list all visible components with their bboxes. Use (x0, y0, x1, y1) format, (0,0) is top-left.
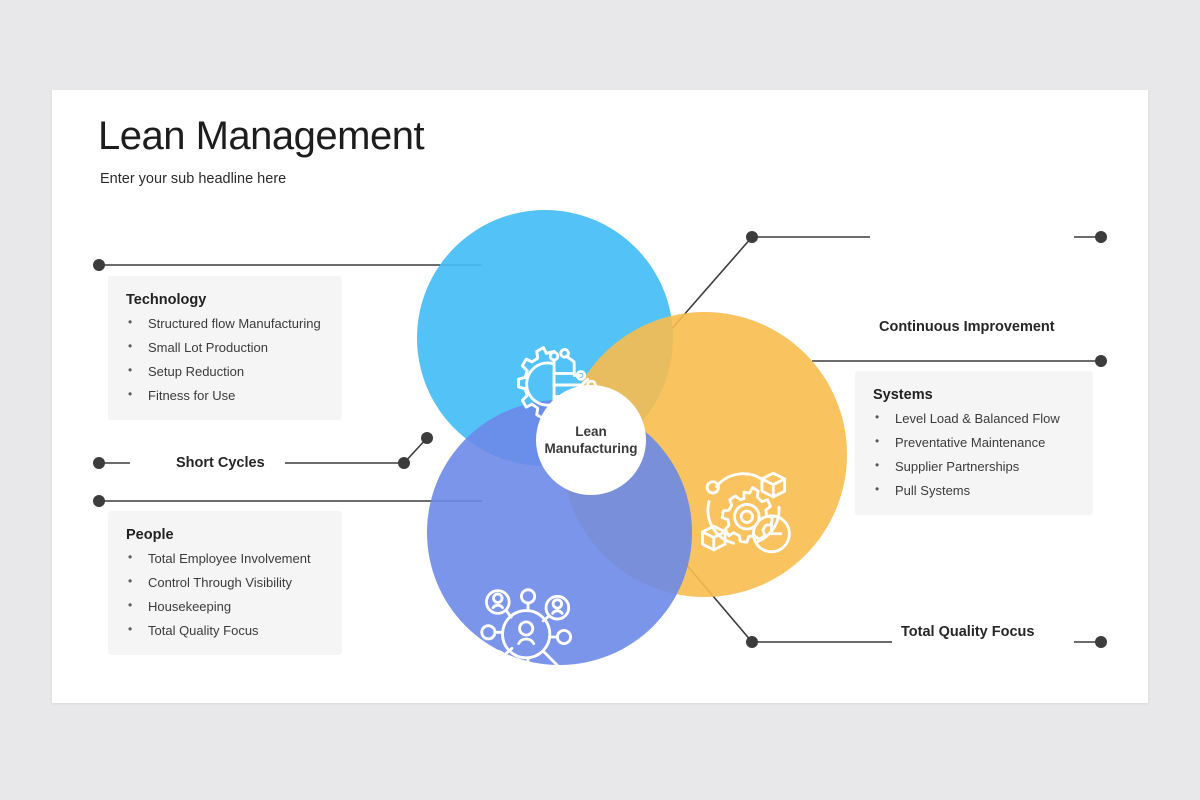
label-continuous-improvement: Continuous Improvement (879, 319, 1055, 335)
card-list-people: Total Employee Involvement Control Throu… (126, 551, 324, 637)
list-item: Setup Reduction (126, 364, 324, 378)
list-item: Total Quality Focus (126, 623, 324, 637)
list-item: Fitness for Use (126, 388, 324, 402)
label-short-cycles: Short Cycles (176, 455, 265, 471)
list-item: Supplier Partnerships (873, 459, 1075, 473)
gear-box-clock-icon (700, 471, 791, 554)
list-item: Small Lot Production (126, 340, 324, 354)
card-title-systems: Systems (873, 387, 933, 403)
list-item: Pull Systems (873, 483, 1075, 497)
venn-diagram: Lean Manufacturing (52, 90, 1148, 703)
slide-canvas: Lean Management Enter your sub headline … (52, 90, 1148, 703)
venn-center-circle[interactable]: Lean Manufacturing (536, 385, 646, 495)
list-item: Housekeeping (126, 599, 324, 613)
card-systems[interactable]: Systems Level Load & Balanced Flow Preve… (855, 371, 1093, 515)
card-title-people: People (126, 527, 174, 543)
people-network-magnifier-icon (480, 588, 573, 682)
card-list-technology: Structured flow Manufacturing Small Lot … (126, 316, 324, 402)
venn-center-label: Lean Manufacturing (544, 423, 638, 456)
list-item: Control Through Visibility (126, 575, 324, 589)
card-technology[interactable]: Technology Structured flow Manufacturing… (108, 276, 342, 420)
card-title-technology: Technology (126, 292, 207, 308)
list-item: Structured flow Manufacturing (126, 316, 324, 330)
list-item: Preventative Maintenance (873, 435, 1075, 449)
list-item: Total Employee Involvement (126, 551, 324, 565)
card-people[interactable]: People Total Employee Involvement Contro… (108, 511, 342, 655)
page-title: Lean Management (98, 114, 425, 158)
card-list-systems: Level Load & Balanced Flow Preventative … (873, 411, 1075, 497)
label-total-quality-focus: Total Quality Focus (901, 624, 1035, 640)
list-item: Level Load & Balanced Flow (873, 411, 1075, 425)
page-subtitle: Enter your sub headline here (100, 171, 287, 187)
